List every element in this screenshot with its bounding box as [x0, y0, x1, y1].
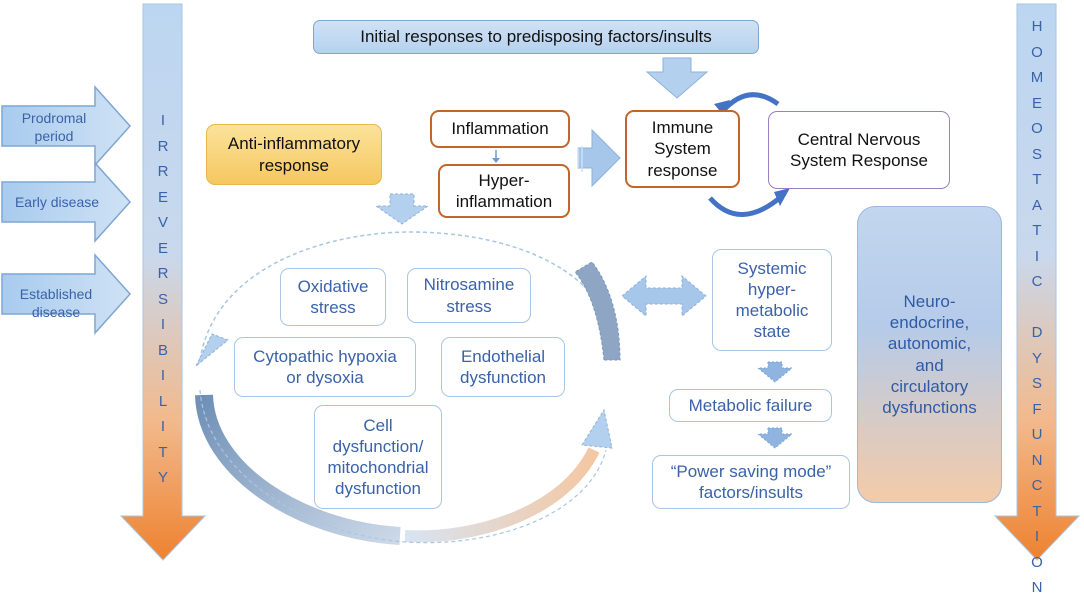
vertical-letter: C — [1031, 477, 1043, 494]
cns-response-box: Central Nervous System Response — [768, 111, 950, 189]
immune-system-box: Immune System response — [625, 110, 740, 188]
dashed-down-arrow-anti — [374, 193, 430, 225]
metabolic-failure-box: Metabolic failure — [669, 389, 832, 422]
endothelial-dysfunction-box: Endothelial dysfunction — [441, 337, 565, 397]
cytopathic-hypoxia-box: Cytopathic hypoxia or dysoxia — [234, 337, 416, 397]
vertical-letter: B — [157, 341, 168, 359]
vertical-letter: V — [157, 214, 168, 231]
nitrosamine-stress-box: Nitrosamine stress — [407, 268, 531, 323]
hyper-inflammation-box: Hyper- inflammation — [438, 164, 570, 218]
oxidative-stress-box: Oxidative stress — [280, 268, 386, 326]
inflammation-box: Inflammation — [430, 110, 570, 148]
vertical-letter: O — [1031, 553, 1043, 571]
neuroendocrine-box: Neuro- endocrine, autonomic, and circula… — [857, 206, 1002, 503]
vertical-letter: I — [1034, 528, 1040, 545]
vertical-letter: R — [157, 137, 169, 155]
vertical-letter: M — [1030, 69, 1044, 86]
vertical-letter: I — [160, 418, 166, 435]
stage-arrow-established — [1, 253, 132, 335]
stage-arrow-early — [1, 161, 132, 243]
vertical-letter: C — [1031, 273, 1043, 290]
down-arrow-top — [645, 57, 709, 99]
vertical-letter: N — [1031, 451, 1043, 469]
vertical-letter: E — [157, 188, 168, 206]
systemic-hypermetabolic-box: Systemic hyper- metabolic state — [712, 249, 832, 351]
cycle-arc-left — [195, 394, 401, 545]
down-arrow-metabolic — [756, 427, 794, 449]
vertical-letter: T — [1032, 502, 1042, 520]
vertical-letter: Y — [157, 469, 168, 486]
vertical-letter: I — [160, 112, 166, 129]
vertical-letter: S — [1031, 375, 1042, 392]
irreversibility-arrow — [119, 3, 207, 561]
vertical-letter: I — [160, 316, 166, 333]
vertical-letter: O — [1031, 43, 1043, 61]
vertical-letter: L — [158, 392, 168, 410]
cycle-arc-top — [199, 231, 613, 361]
vertical-letter: D — [1031, 324, 1043, 341]
striped-arrow-to-immune — [577, 128, 621, 188]
vertical-letter: N — [1031, 579, 1043, 596]
stage-label-early: Early disease — [14, 194, 100, 210]
diagram-graphics — [1, 3, 1081, 561]
vertical-letter: T — [1032, 222, 1042, 239]
double-arrow — [621, 274, 707, 318]
vertical-letter: I — [160, 367, 166, 384]
cycle-arc-bottom — [404, 447, 600, 543]
stage-label-established: Established disease — [19, 286, 93, 321]
vertical-letter: S — [1031, 145, 1042, 163]
initial-responses-label: Initial responses to predisposing factor… — [360, 27, 712, 47]
stage-arrow-prodromal — [1, 85, 132, 167]
vertical-letter: R — [157, 163, 169, 180]
vertical-letter: T — [158, 443, 168, 461]
vertical-letter: E — [1031, 94, 1042, 112]
vertical-letter: R — [157, 265, 169, 282]
vertical-letter: Y — [1031, 349, 1042, 367]
homeostatic-dysfunction-arrow — [993, 3, 1081, 561]
vertical-letter: T — [1032, 171, 1042, 188]
cell-dysfunction-box: Cell dysfunction/ mitochondrial dysfunct… — [314, 405, 442, 509]
initial-responses-box: Initial responses to predisposing factor… — [313, 20, 759, 54]
vertical-letter: A — [1031, 196, 1042, 214]
vertical-letter: I — [1034, 247, 1040, 265]
vertical-letter: O — [1031, 120, 1043, 137]
anti-inflammatory-box: Anti-inflammatory response — [206, 124, 382, 185]
vertical-letter: E — [157, 239, 168, 257]
down-arrow-systemic — [756, 361, 794, 383]
curved-arrow-bottom — [708, 194, 784, 217]
vertical-letter: F — [1032, 400, 1042, 418]
vertical-letter: H — [1031, 18, 1043, 35]
stage-label-prodromal: Prodromal period — [21, 110, 87, 145]
vertical-letter: U — [1031, 426, 1043, 443]
power-saving-box: “Power saving mode” factors/insults — [652, 455, 850, 509]
vertical-letter: S — [157, 290, 168, 308]
